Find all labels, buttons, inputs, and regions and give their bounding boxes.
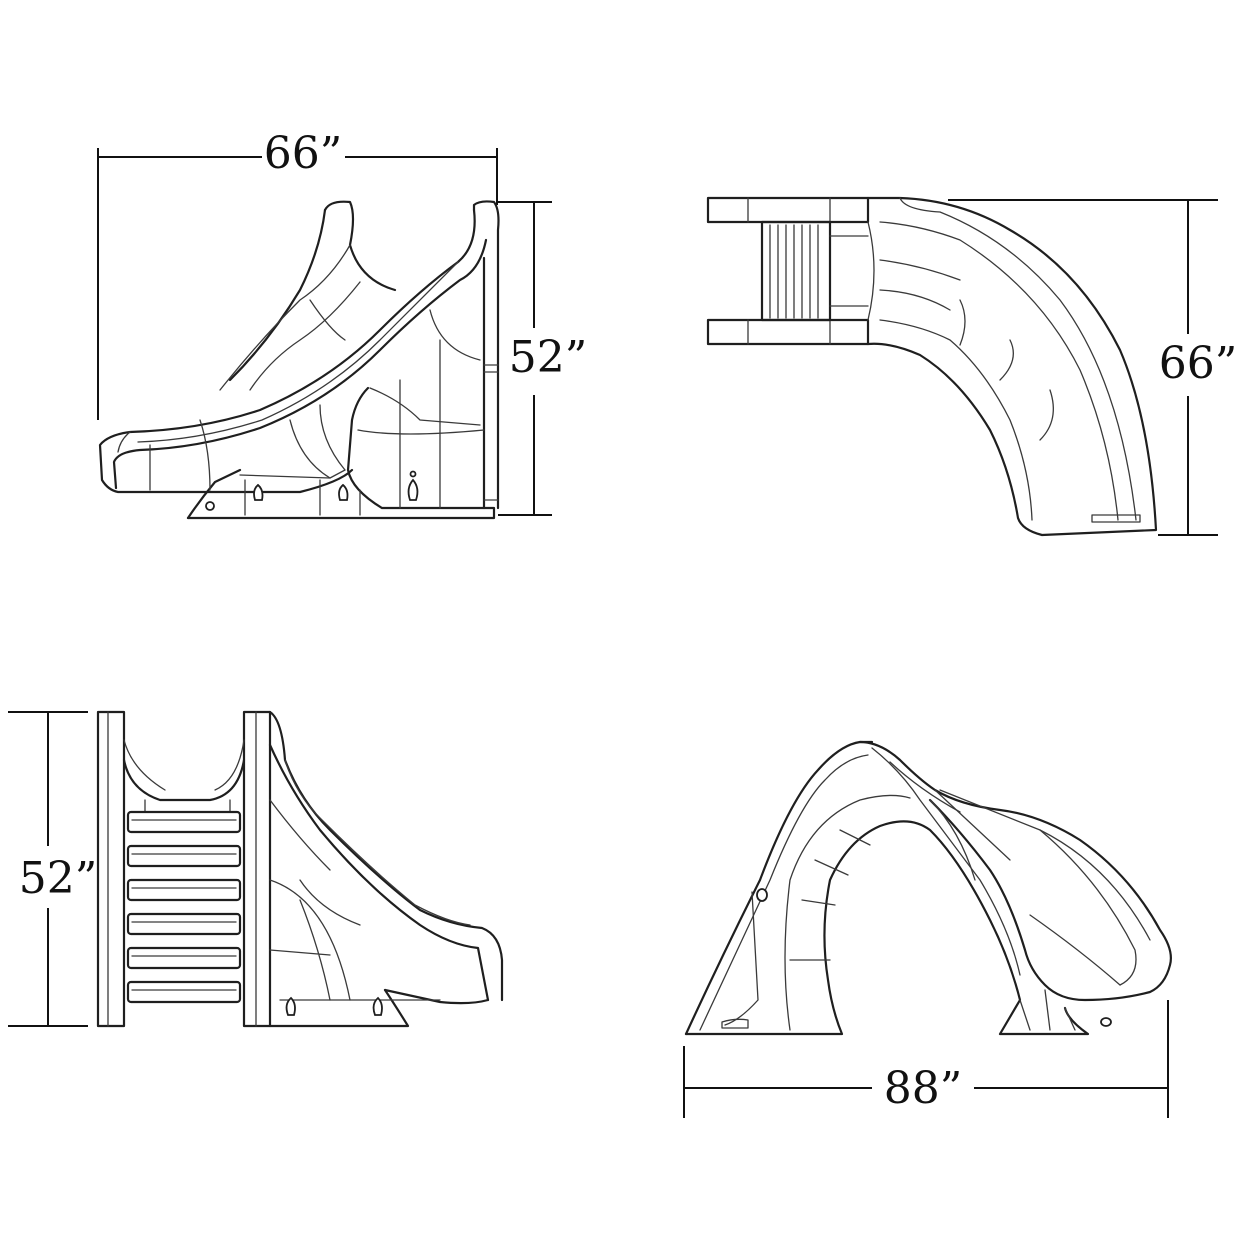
top-view-slide: 66” bbox=[706, 196, 1236, 537]
width-dimension-line bbox=[97, 148, 498, 420]
ladder-view-slide: 52” bbox=[8, 710, 504, 1028]
ladder-steps bbox=[760, 220, 832, 322]
ladder-height-dimension-line bbox=[8, 711, 88, 1027]
ladder-height-dimension-label: 52” bbox=[19, 853, 97, 904]
ladder-rungs bbox=[126, 810, 242, 1004]
depth-dimension-label: 66” bbox=[1159, 338, 1236, 389]
width-dimension-label: 66” bbox=[264, 128, 342, 179]
height-dimension-line bbox=[498, 201, 552, 516]
depth-dimension-line bbox=[948, 199, 1218, 536]
arch-view-slide: 88” bbox=[683, 740, 1172, 1118]
side-view-slide: 66” 52” bbox=[97, 128, 587, 520]
height-dimension-label: 52” bbox=[509, 332, 587, 383]
overall-width-dimension-line bbox=[683, 1000, 1169, 1118]
overall-width-dimension-label: 88” bbox=[884, 1063, 962, 1114]
